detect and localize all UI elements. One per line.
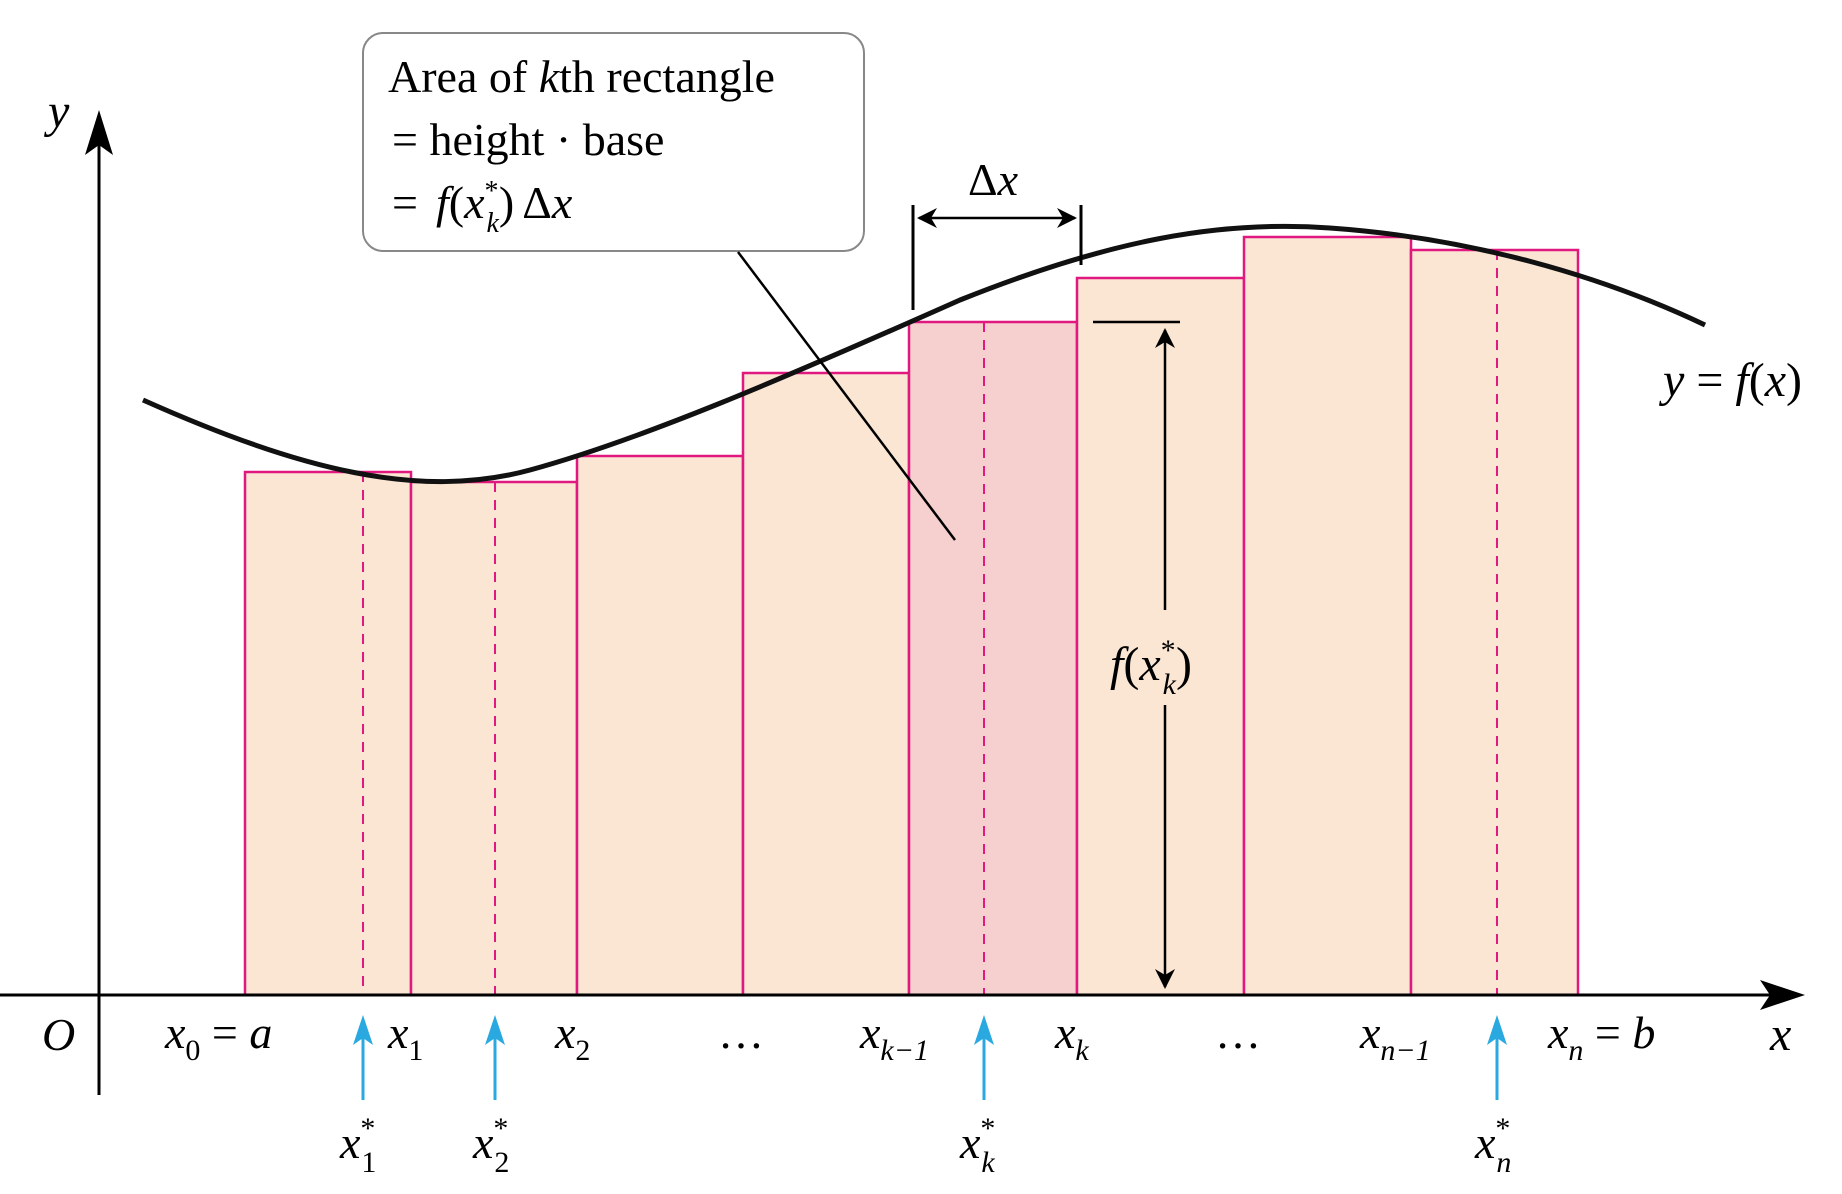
sample-point-arrow (974, 1015, 994, 1100)
callout: Area of kth rectangle = height · base =f… (362, 32, 956, 541)
sample-dashed-lines (362, 250, 1498, 995)
partition-labels: x0 = a x1 x2 … xk−1 xk … xn−1 xn = b (164, 1007, 1655, 1067)
rectangle (575, 454, 745, 997)
origin-label: O (42, 1009, 75, 1060)
label-xk-minus-1: xk−1 (859, 1007, 929, 1067)
rectangle (1409, 248, 1580, 997)
sample-labels: x*1 x*2 x*k x*n (339, 1112, 1511, 1179)
axes (0, 110, 1805, 1095)
label-xn-star: x*n (1474, 1112, 1511, 1179)
rectangle (741, 371, 911, 997)
callout-line-3: =f(x*k)Δx (392, 176, 573, 239)
label-xn-equals-b: xn = b (1547, 1007, 1655, 1067)
label-xk-star: x*k (959, 1112, 995, 1179)
x-axis-arrowhead (1760, 980, 1805, 1010)
sample-point-arrow (353, 1015, 373, 1100)
label-x2-star: x*2 (472, 1112, 509, 1179)
height-dimension: f(x*k) (1093, 320, 1192, 989)
label-x1-star: x*1 (339, 1112, 376, 1179)
height-label: f(x*k) (1110, 634, 1192, 701)
y-axis-label: y (43, 85, 70, 138)
label-xn-minus-1: xn−1 (1359, 1007, 1431, 1067)
label-dots-1: … (718, 1007, 764, 1058)
label-x1: x1 (387, 1007, 423, 1067)
delta-x-dimension: Δx (911, 154, 1083, 310)
label-dots-2: … (1215, 1007, 1261, 1058)
label-xk: xk (1054, 1007, 1089, 1067)
rectangle (1242, 235, 1413, 997)
kth-rectangle (907, 320, 1079, 997)
callout-line-1: Area of kth rectangle (388, 51, 775, 102)
sample-point-arrowhead (485, 1015, 505, 1045)
sample-point-arrowhead (353, 1015, 373, 1045)
label-x2: x2 (554, 1007, 590, 1067)
label-x0-equals-a: x0 = a (164, 1007, 272, 1067)
rectangle (1075, 276, 1246, 997)
sample-arrows (353, 1015, 1507, 1100)
sample-point-arrow (1487, 1015, 1507, 1100)
delta-x-label: Δx (968, 154, 1019, 205)
y-axis-arrowhead (85, 110, 113, 155)
callout-box (362, 32, 865, 252)
sample-point-arrowhead (974, 1015, 994, 1045)
sample-point-arrow (485, 1015, 505, 1100)
function-curve (141, 223, 1707, 484)
sample-point-arrowhead (1487, 1015, 1507, 1045)
rectangle (243, 470, 413, 997)
curve-label: y = f(x) (1658, 354, 1802, 407)
rectangles (243, 235, 1580, 997)
x-axis-label: x (1769, 1008, 1791, 1061)
callout-pointer-line (737, 251, 956, 541)
callout-line-2: = height · base (392, 114, 664, 165)
